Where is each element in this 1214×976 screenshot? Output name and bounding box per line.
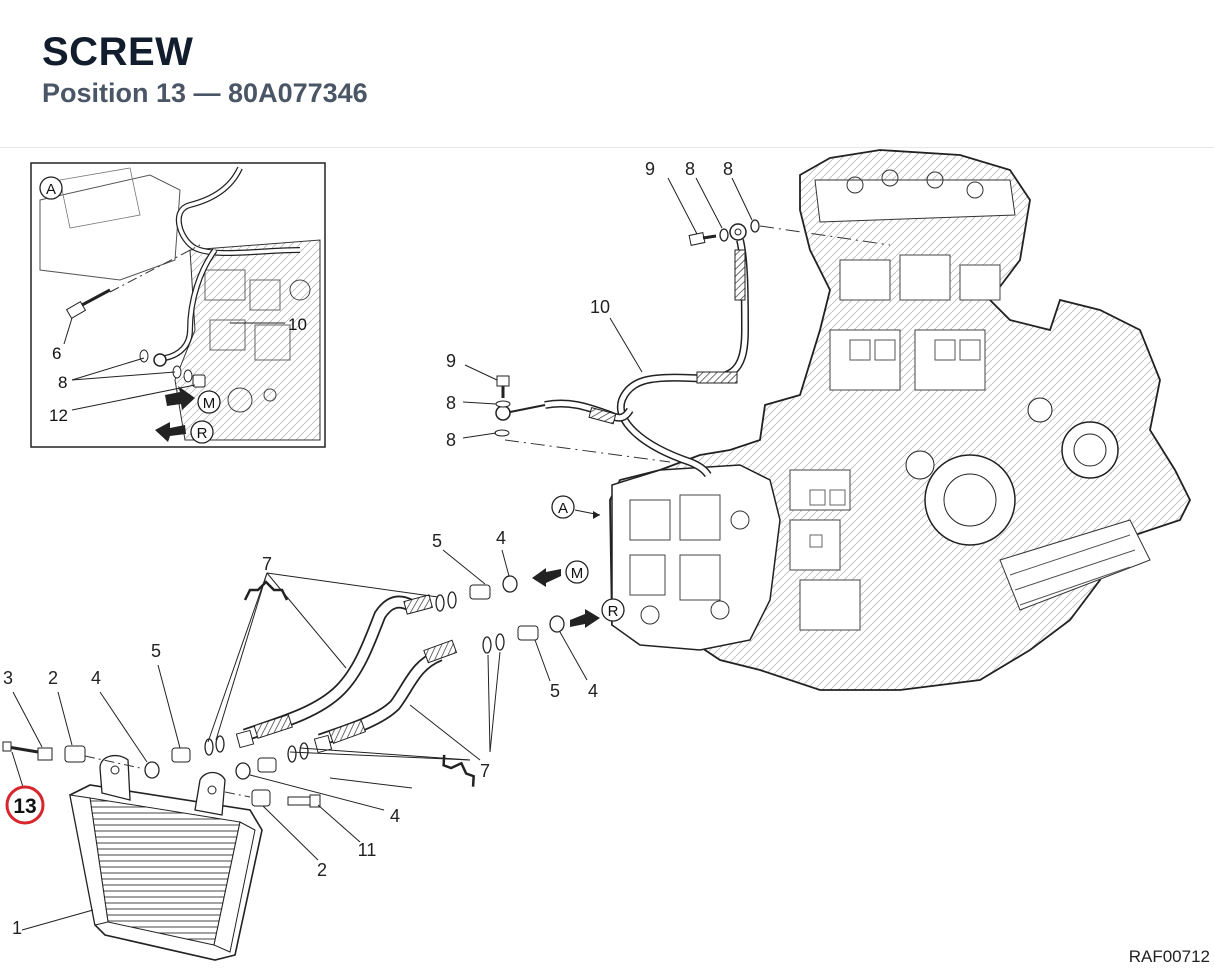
marker-a: A xyxy=(558,500,568,517)
inset-marker-m: M xyxy=(203,395,216,412)
highlighted-position-13[interactable]: 13 xyxy=(5,785,45,825)
callout-4: 4 xyxy=(496,528,506,548)
callout-8: 8 xyxy=(685,159,695,179)
flow-markers: M R A xyxy=(532,495,625,628)
callout-5: 5 xyxy=(151,641,161,661)
callout-4: 4 xyxy=(390,806,400,826)
highlighted-position-label: 13 xyxy=(13,795,36,818)
callout-labels: 9 8 8 10 9 8 8 5 4 7 5 3 2 4 5 4 7 4 11 … xyxy=(3,159,733,938)
page-header: SCREW Position 13 — 80A077346 xyxy=(0,0,1214,148)
callout-4: 4 xyxy=(91,668,101,688)
inset-label-8: 8 xyxy=(58,373,67,392)
inset-marker-r: R xyxy=(197,425,208,442)
callout-7: 7 xyxy=(262,554,272,574)
diagram-reference-code: RAF00712 xyxy=(1128,947,1210,966)
marker-r: R xyxy=(608,603,619,620)
oil-hose-10 xyxy=(494,219,891,478)
callout-5: 5 xyxy=(550,681,560,701)
callout-10: 10 xyxy=(590,297,610,317)
callout-8: 8 xyxy=(446,393,456,413)
exploded-parts-diagram: A M R 6 8 10 12 xyxy=(0,148,1214,971)
inset-marker-a: A xyxy=(46,181,56,198)
callout-9: 9 xyxy=(645,159,655,179)
callout-8: 8 xyxy=(723,159,733,179)
callout-3: 3 xyxy=(3,668,13,688)
callout-4: 4 xyxy=(588,681,598,701)
callout-5: 5 xyxy=(432,531,442,551)
callout-11: 11 xyxy=(358,840,377,860)
inset-label-6: 6 xyxy=(52,344,61,363)
callout-2: 2 xyxy=(48,668,58,688)
oil-cooler-hoses-7 xyxy=(2,575,565,808)
callout-9: 9 xyxy=(446,351,456,371)
inset-label-12: 12 xyxy=(49,406,68,425)
inset-label-10: 10 xyxy=(288,315,307,334)
leader-lines xyxy=(11,177,753,931)
detail-inset-a: A M R 6 8 10 12 xyxy=(30,162,326,448)
oil-cooler-radiator-1 xyxy=(69,754,263,961)
engine-crankcase xyxy=(609,149,1192,691)
callout-7: 7 xyxy=(480,761,490,781)
part-position-subtitle: Position 13 — 80A077346 xyxy=(42,78,368,108)
page-title: SCREW xyxy=(42,30,194,74)
callout-1: 1 xyxy=(12,918,22,938)
callout-2: 2 xyxy=(317,860,327,880)
callout-8: 8 xyxy=(446,430,456,450)
marker-m: M xyxy=(571,565,584,582)
